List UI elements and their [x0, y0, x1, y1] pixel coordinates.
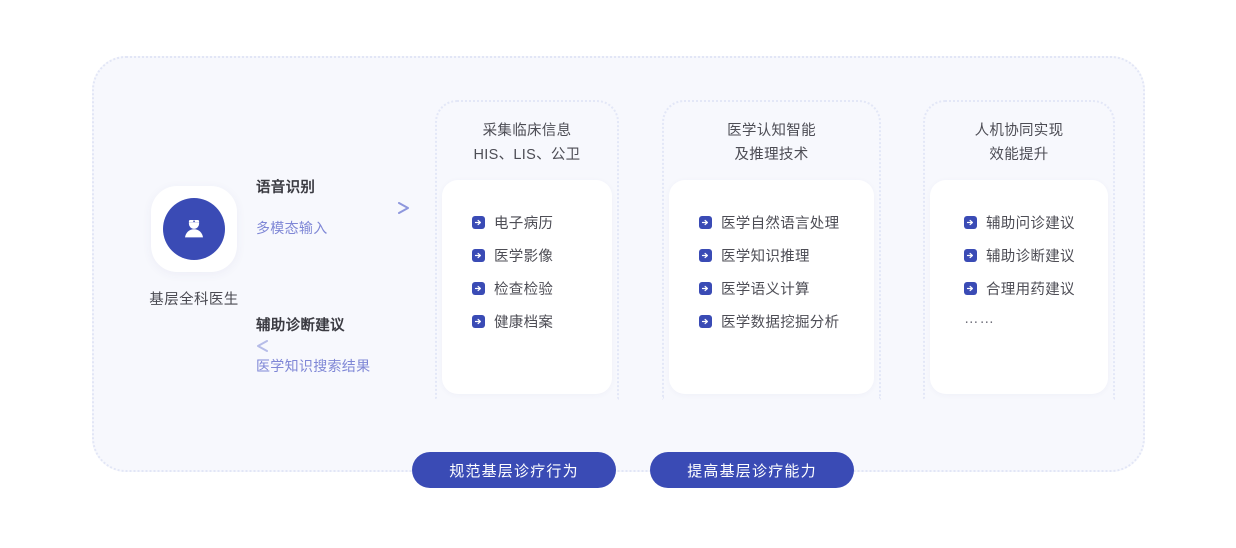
- list-item[interactable]: 医学知识推理: [699, 245, 874, 265]
- arrow-bullet-icon: [472, 248, 485, 262]
- list-item-label: 医学自然语言处理: [721, 215, 840, 232]
- flow-return: 辅助诊断建议 医学知识搜索结果: [256, 314, 416, 376]
- arrow-bullet-icon: [472, 215, 485, 229]
- list-item-label: 医学影像: [494, 248, 554, 265]
- list-item[interactable]: 合理用药建议: [964, 278, 1108, 298]
- list-item[interactable]: 医学数据挖掘分析: [699, 311, 874, 331]
- capability-column-3: 人机协同实现 效能提升 辅助问诊建议 辅助诊断建议 合理用药建议: [923, 100, 1115, 400]
- capability-column-1: 采集临床信息 HIS、LIS、公卫 电子病历 医学影像 检查检验: [435, 100, 619, 400]
- list-item[interactable]: 电子病历: [472, 212, 612, 232]
- list-item-label: 合理用药建议: [986, 281, 1075, 298]
- list-item-label: 医学知识推理: [721, 248, 810, 265]
- doctor-avatar-icon: [163, 198, 225, 260]
- flow-forward-subtitle: 多模态输入: [256, 220, 328, 236]
- column-1-heading-line1: 采集临床信息: [482, 123, 572, 139]
- list-item[interactable]: 健康档案: [472, 311, 612, 331]
- arrow-bullet-icon: [699, 281, 712, 295]
- column-3-heading-line2: 效能提升: [989, 146, 1049, 163]
- column-3-heading: 人机协同实现 效能提升: [925, 102, 1113, 168]
- column-2-heading-line1: 医学认知智能: [727, 123, 816, 139]
- list-item[interactable]: 辅助诊断建议: [964, 245, 1108, 265]
- arrow-right-icon: [256, 202, 409, 214]
- actor-label: 基层全科医生: [149, 292, 239, 308]
- list-item[interactable]: 医学自然语言处理: [699, 212, 874, 232]
- list-item-label: 医学数据挖掘分析: [721, 314, 840, 331]
- avatar: [151, 186, 237, 272]
- outcome-pill-2-label: 提高基层诊疗能力: [687, 462, 817, 480]
- flow-return-title: 辅助诊断建议: [256, 318, 345, 334]
- flow-forward: 语音识别 多模态输入: [256, 176, 416, 238]
- column-1-card: 电子病历 医学影像 检查检验 健康档案: [442, 180, 612, 394]
- capability-column-2: 医学认知智能 及推理技术 医学自然语言处理 医学知识推理 医学语义计算: [662, 100, 881, 400]
- list-item-label: 健康档案: [494, 314, 554, 331]
- list-item-label: 电子病历: [494, 215, 554, 232]
- list-item[interactable]: 医学影像: [472, 245, 612, 265]
- list-item[interactable]: 辅助问诊建议: [964, 212, 1108, 232]
- list-item-label: 辅助诊断建议: [986, 248, 1075, 265]
- list-item[interactable]: 检查检验: [472, 278, 612, 298]
- column-2-card: 医学自然语言处理 医学知识推理 医学语义计算 医学数据挖掘分析: [669, 180, 874, 394]
- column-2-heading-line2: 及推理技术: [734, 146, 809, 163]
- arrow-bullet-icon: [472, 314, 485, 328]
- column-2-heading: 医学认知智能 及推理技术: [664, 102, 879, 168]
- column-1-heading-line2: HIS、LIS、公卫: [473, 146, 581, 163]
- arrow-bullet-icon: [472, 281, 485, 295]
- list-item-label: 检查检验: [494, 281, 554, 298]
- arrow-bullet-icon: [964, 281, 977, 295]
- column-3-card: 辅助问诊建议 辅助诊断建议 合理用药建议 ……: [930, 180, 1108, 394]
- list-ellipsis: ……: [964, 311, 995, 327]
- outcome-pill-1-label: 规范基层诊疗行为: [449, 462, 579, 480]
- arrow-bullet-icon: [964, 248, 977, 262]
- arrow-bullet-icon: [699, 215, 712, 229]
- flow-forward-title: 语音识别: [256, 180, 316, 196]
- list-item-label: 辅助问诊建议: [986, 215, 1075, 232]
- arrow-bullet-icon: [699, 314, 712, 328]
- column-3-heading-line1: 人机协同实现: [974, 123, 1064, 139]
- arrow-bullet-icon: [964, 215, 977, 229]
- column-1-heading: 采集临床信息 HIS、LIS、公卫: [437, 102, 617, 168]
- arrow-left-icon: [257, 340, 408, 352]
- outcome-pill-2[interactable]: 提高基层诊疗能力: [650, 452, 854, 488]
- actor-block: 基层全科医生: [132, 186, 256, 309]
- list-item[interactable]: 医学语义计算: [699, 278, 874, 298]
- arrow-bullet-icon: [699, 248, 712, 262]
- list-item-label: 医学语义计算: [721, 281, 810, 298]
- flow-return-subtitle: 医学知识搜索结果: [256, 358, 371, 374]
- outcome-pill-1[interactable]: 规范基层诊疗行为: [412, 452, 616, 488]
